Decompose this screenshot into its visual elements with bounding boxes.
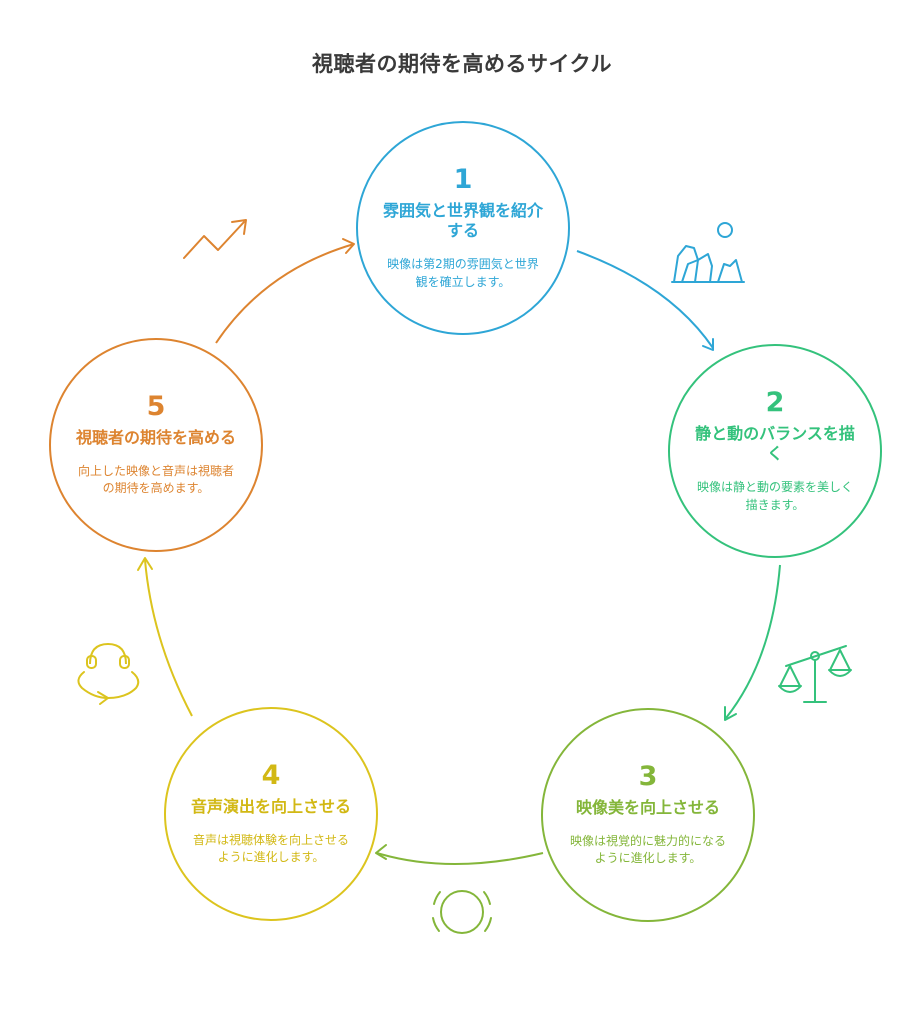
arrowhead-4-to-5 [137,557,153,571]
step-number: 1 [453,163,473,195]
step-description: 映像は第2期の雰囲気と世界観を確立します。 [387,257,539,289]
step-description: 映像は視覚的に魅力的になるように進化します。 [569,833,726,866]
step-number: 5 [146,391,166,423]
step-heading: 音声演出を向上させる [190,797,351,817]
cycle-step-5: 5 視聴者の期待を高める 向上した映像と音声は視聴者の期待を高めます。 [49,338,263,552]
trend-up-icon [183,219,247,259]
cycle-step-4: 4 音声演出を向上させる 音声は視聴体験を向上させるように進化します。 [164,707,378,921]
arrowhead-3-to-4 [375,844,387,860]
step-heading: 雰囲気と世界観を紹介する [382,200,543,241]
step-description: 映像は静と動の要素を美しく描きます。 [696,480,853,512]
step-description: 向上した映像と音声は視聴者の期待を高めます。 [77,463,234,496]
step-heading: 映像美を向上させる [575,798,720,818]
step-heading: 静と動のバランスを描く [695,423,855,464]
step-number: 3 [638,761,658,793]
connector-3-to-4 [376,852,544,865]
step-number: 2 [765,386,785,418]
arrowhead-5-to-1 [342,238,355,254]
balance-scale-icon [778,645,852,703]
step-heading: 視聴者の期待を高める [75,428,236,448]
connector-2-to-3 [725,564,781,719]
headphones-icon [77,642,140,705]
connector-5-to-1 [215,243,355,344]
landscape-icon [671,222,745,283]
arrowhead-2-to-3 [724,706,737,721]
diagram-title: 視聴者の期待を高めるサイクル [312,52,612,76]
cycle-step-2: 2 静と動のバランスを描く 映像は静と動の要素を美しく描きます。 [668,344,882,558]
cycle-step-1: 1 雰囲気と世界観を紹介する 映像は第2期の雰囲気と世界観を確立します。 [356,121,570,335]
connector-4-to-5 [144,559,193,717]
arrowhead-1-to-2 [702,338,714,351]
connector-1-to-2 [576,250,714,349]
cycle-step-3: 3 映像美を向上させる 映像は視覚的に魅力的になるように進化します。 [541,708,755,922]
step-number: 4 [261,760,281,792]
circle-glow-icon [432,890,492,934]
step-description: 音声は視聴体験を向上させるように進化します。 [192,832,349,865]
